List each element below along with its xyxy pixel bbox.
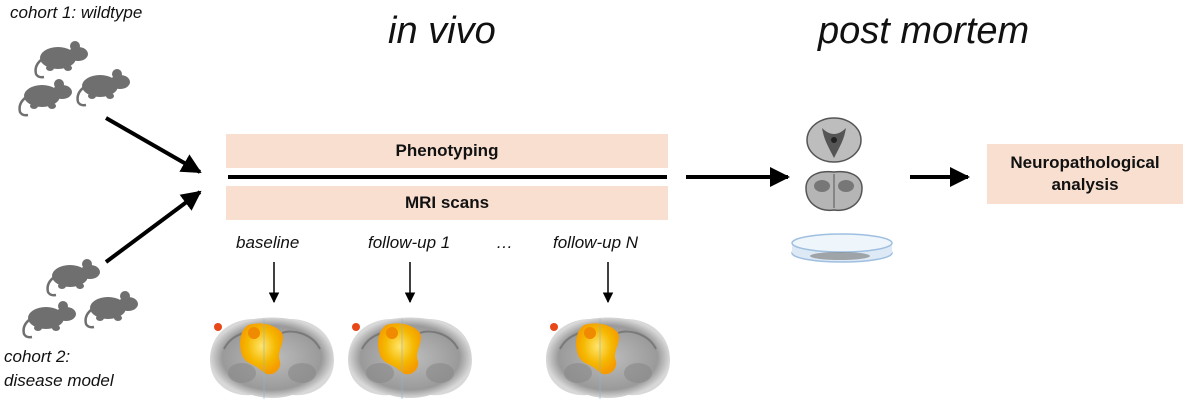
petri-dish-icon xyxy=(791,233,893,263)
timepoint-follow-up-1: follow-up 1 xyxy=(368,233,451,252)
phenotyping-box: Phenotyping xyxy=(226,134,668,168)
neuropathological-analysis-box: Neuropathological analysis xyxy=(987,144,1183,204)
in-vivo-title: in vivo xyxy=(388,10,496,52)
cohort1-arrow xyxy=(105,116,202,174)
mri-brain-scan-icon xyxy=(347,316,473,400)
timepoint-baseline: baseline xyxy=(236,233,300,252)
analysis-label-line2: analysis xyxy=(1051,175,1119,194)
mri-brain-scan-icon xyxy=(209,316,335,400)
histology-spinal-section-icon xyxy=(806,117,862,163)
cohort2-label-line1: cohort 2: xyxy=(4,347,71,366)
mouse-icon xyxy=(46,257,102,297)
cohort2-arrow xyxy=(104,190,202,264)
mouse-icon xyxy=(34,39,90,79)
analysis-label-line1: Neuropathological xyxy=(1010,153,1160,172)
mouse-icon xyxy=(84,289,140,329)
timepoint-ellipsis: … xyxy=(496,233,513,252)
mouse-icon xyxy=(18,77,74,117)
histology-brain-section-icon xyxy=(805,170,863,212)
timepoint-follow-up-n: follow-up N xyxy=(553,233,639,252)
post-mortem-title: post mortem xyxy=(818,10,1030,52)
cohort2-label-line2: disease model xyxy=(4,371,114,390)
cohort1-label: cohort 1: wildtype xyxy=(10,3,143,22)
mri-brain-scan-icon xyxy=(545,316,671,400)
mri-scans-box: MRI scans xyxy=(226,186,668,220)
mouse-icon xyxy=(76,67,132,107)
mouse-icon xyxy=(22,299,78,339)
